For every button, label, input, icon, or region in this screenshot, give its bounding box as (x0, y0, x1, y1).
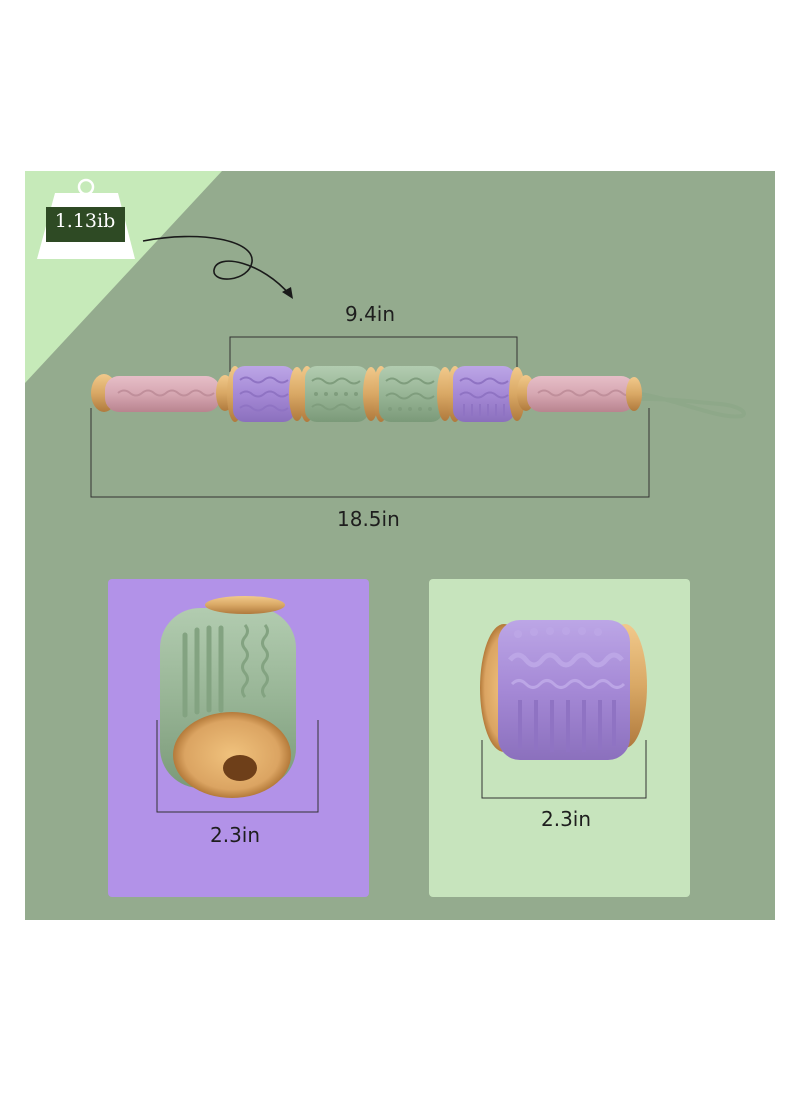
weight-label: 1.13ib (54, 210, 116, 232)
middle-span-label: 9.4in (345, 302, 396, 326)
weight-icon (37, 178, 135, 259)
right-roller-width-label: 2.3in (541, 807, 592, 831)
total-length-label: 18.5in (337, 507, 400, 531)
left-roller-width-label: 2.3in (210, 823, 261, 847)
purple-roller-closeup (480, 620, 647, 760)
green-roller-closeup (160, 596, 296, 798)
right-roller-bracket (481, 740, 647, 799)
left-roller-bracket (156, 720, 319, 813)
arrow-icon (142, 235, 291, 296)
middle-span-bracket (229, 336, 518, 372)
arrow-head-icon (282, 287, 293, 299)
massage-roller-stick (91, 366, 746, 422)
total-length-bracket (90, 408, 650, 498)
